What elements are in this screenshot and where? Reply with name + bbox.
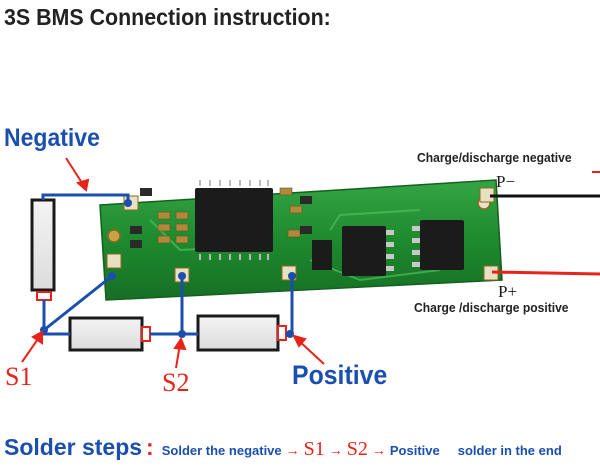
solder-steps-colon: : [146,434,154,460]
p-plus-label: P+ [498,282,518,301]
battery-1 [30,198,56,301]
solder-steps: Solder steps : Solder the negative → S1 … [4,434,562,466]
step-arrow-1: → [285,442,300,458]
positive-output-wire [491,270,600,276]
annotation-arrows [21,157,600,369]
battery-3 [196,314,287,352]
negative-label: Negative [4,124,100,152]
battery-2 [68,316,151,352]
s2-label: S2 [162,368,190,397]
step-arrow-3: → [371,442,386,458]
page-title: 3S BMS Connection instruction: [4,4,331,30]
step-arrow-2: → [328,442,343,458]
step-positive: Positive [389,443,440,458]
pcb-board [99,179,503,301]
step-negative: Solder the negative [161,443,282,458]
step-tail: solder in the end [457,443,562,458]
step-s2: S2 [346,438,368,460]
step-s1: S1 [303,438,325,460]
charge-discharge-positive-label: Charge /discharge positive [414,300,569,315]
p-minus-label: P− [496,172,516,191]
solder-steps-heading: Solder steps [4,434,143,460]
charge-discharge-negative-label: Charge/discharge negative [417,150,572,165]
s1-label: S1 [5,362,33,391]
positive-label: Positive [292,360,388,390]
